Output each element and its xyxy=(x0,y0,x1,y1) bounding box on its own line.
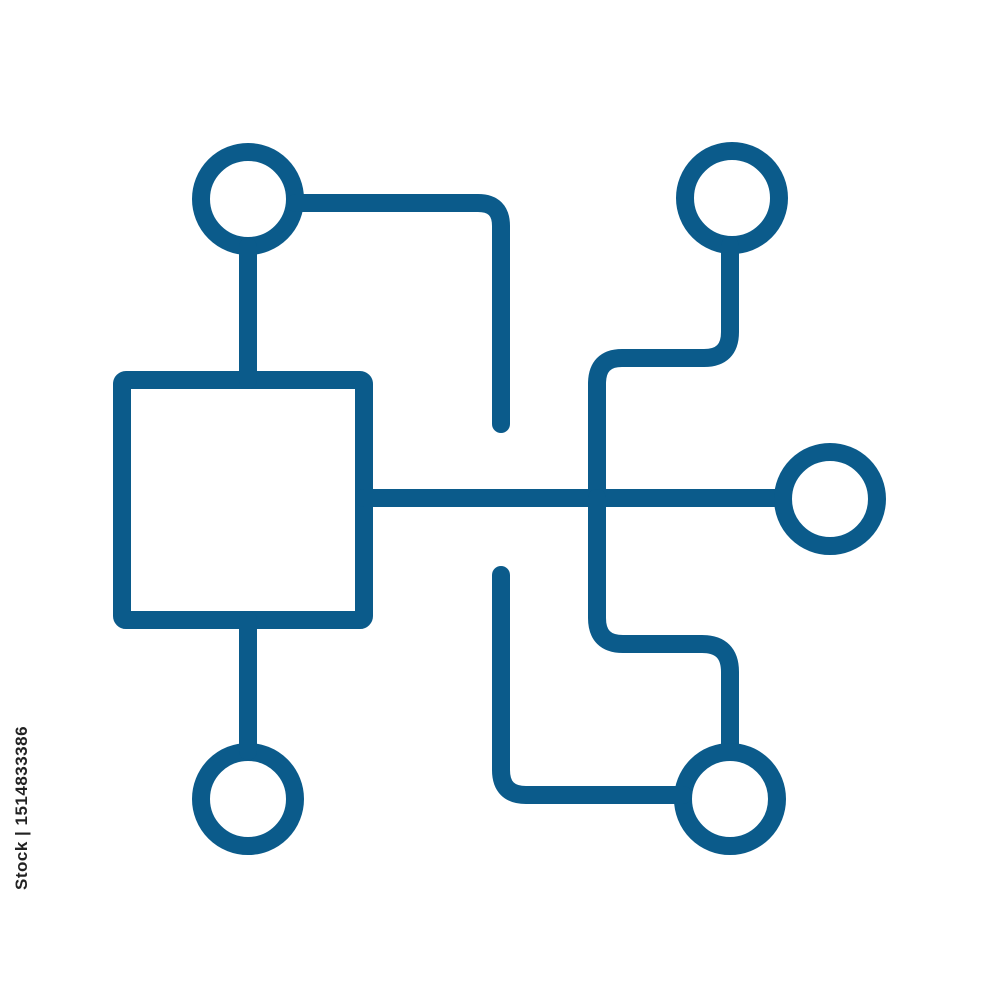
connector-bottom-right-elbow xyxy=(588,489,739,760)
node-circle-top-left xyxy=(192,143,304,255)
connector-top-right-elbow xyxy=(588,237,739,507)
connector-top-left-elbow xyxy=(287,194,510,433)
hub-square xyxy=(113,371,373,629)
stock-id-watermark: Stock | 1514833386 xyxy=(12,725,31,890)
node-circle-right xyxy=(774,443,886,555)
icon-strokes xyxy=(113,142,886,855)
node-circle-bottom-left xyxy=(192,743,304,855)
node-circle-bottom-right xyxy=(674,743,786,855)
node-circle-top-right xyxy=(676,142,788,254)
connector-bottom-center-elbow xyxy=(492,566,692,804)
